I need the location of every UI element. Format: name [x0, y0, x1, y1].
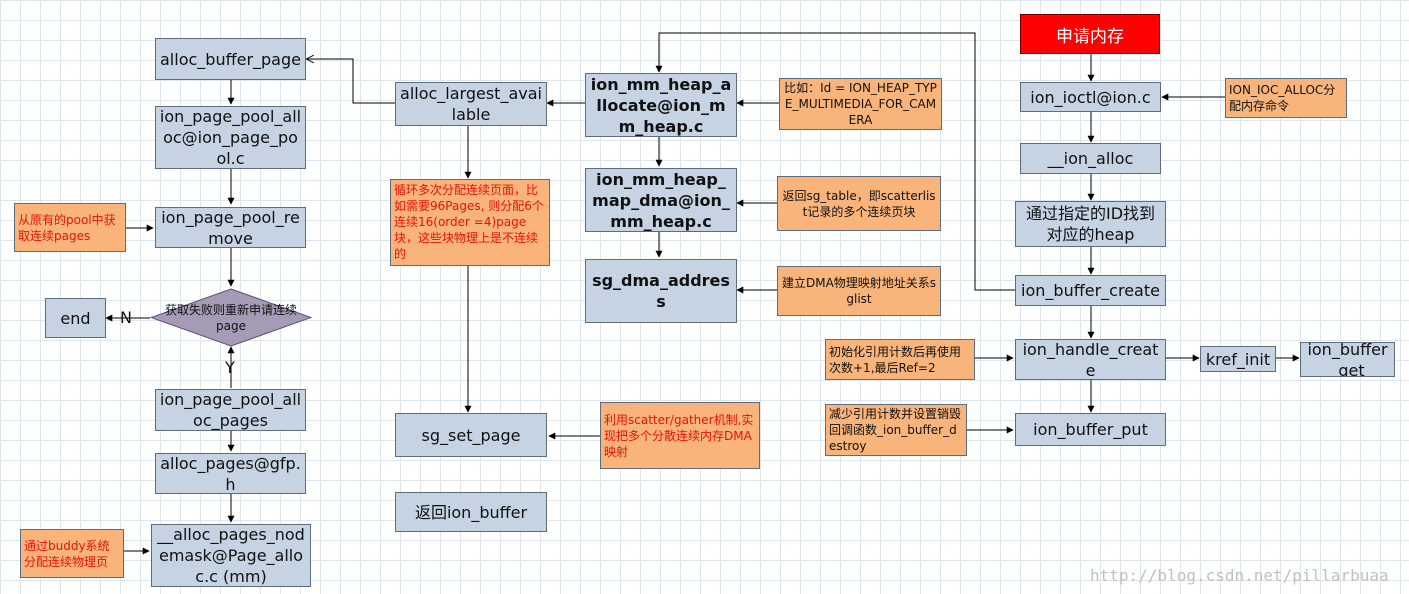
note-loop-alloc: 循环多次分配连续页面，比如需要96Pages, 则分配6个连续16(order …: [390, 179, 550, 266]
node-ion-page-pool-alloc[interactable]: ion_page_pool_alloc@ion_page_pool.c: [155, 106, 306, 169]
note-dma-map: 建立DMA物理映射地址关系sglist: [777, 266, 941, 316]
node-ion-buffer-create[interactable]: ion_buffer_create: [1015, 275, 1166, 306]
node-ion-buffer-get[interactable]: ion_buffer_get: [1300, 342, 1395, 377]
node-find-heap[interactable]: 通过指定的ID找到对应的heap: [1015, 201, 1166, 247]
branch-no-label: N: [120, 308, 132, 327]
node-ion-buffer-put[interactable]: ion_buffer_put: [1015, 413, 1166, 446]
decision-diamond: [150, 288, 312, 347]
node-sg-set-page[interactable]: sg_set_page: [395, 413, 547, 457]
node-ion-handle-create[interactable]: ion_handle_create: [1015, 339, 1166, 380]
note-buddy: 通过buddy系统分配连续物理页: [20, 529, 124, 578]
node-ion-alloc[interactable]: __ion_alloc: [1020, 143, 1161, 174]
node-ion-mm-heap-allocate[interactable]: ion_mm_heap_allocate@ion_mm_heap.c: [585, 73, 737, 137]
node-ion-page-pool-alloc-pages[interactable]: ion_page_pool_alloc_pages: [155, 389, 306, 431]
node-ion-page-pool-remove[interactable]: ion_page_pool_remove: [155, 207, 306, 248]
node-ion-ioctl[interactable]: ion_ioctl@ion.c: [1020, 82, 1161, 112]
decision-label: 获取失败则重新申请连续page: [164, 303, 297, 333]
note-scatter-gather: 利用scatter/gather机制,实现把多个分散连续内存DMA映射: [600, 402, 760, 469]
node-sg-dma-address[interactable]: sg_dma_address: [585, 259, 737, 323]
node-alloc-largest-available[interactable]: alloc_largest_available: [395, 82, 547, 126]
node-alloc-buffer-page[interactable]: alloc_buffer_page: [155, 38, 306, 80]
node-start[interactable]: 申请内存: [1020, 14, 1160, 54]
note-heap-id: 比如：Id = ION_HEAP_TYPE_MULTIMEDIA_FOR_CAM…: [779, 78, 942, 130]
node-alloc-pages-gfp[interactable]: alloc_pages@gfp.h: [155, 453, 306, 494]
node-ion-mm-heap-map-dma[interactable]: ion_mm_heap_map_dma@ion_mm_heap.c: [585, 168, 737, 232]
branch-yes-label: Y: [225, 358, 235, 377]
node-alloc-pages-nodemask[interactable]: __alloc_pages_nodemask@Page_alloc.c (mm): [151, 524, 311, 587]
note-refcount-put: 减少引用计数并设置销毁回调函数_ion_buffer_destroy: [825, 404, 967, 456]
note-ioc-alloc: ION_IOC_ALLOC分配内存命令: [1225, 78, 1347, 118]
note-refcount-init: 初始化引用计数后再使用次数+1,最后Ref=2: [825, 339, 975, 380]
node-return-ion-buffer[interactable]: 返回ion_buffer: [395, 492, 547, 532]
note-pool-source: 从原有的pool中获取连续pages: [14, 203, 126, 252]
node-kref-init[interactable]: kref_init: [1200, 346, 1276, 372]
note-sg-table: 返回sg_table，即scatterlist记录的多个连续页块: [777, 176, 941, 231]
node-end[interactable]: end: [45, 298, 106, 338]
watermark: http://blog.csdn.net/pillarbuaa: [1090, 566, 1389, 585]
